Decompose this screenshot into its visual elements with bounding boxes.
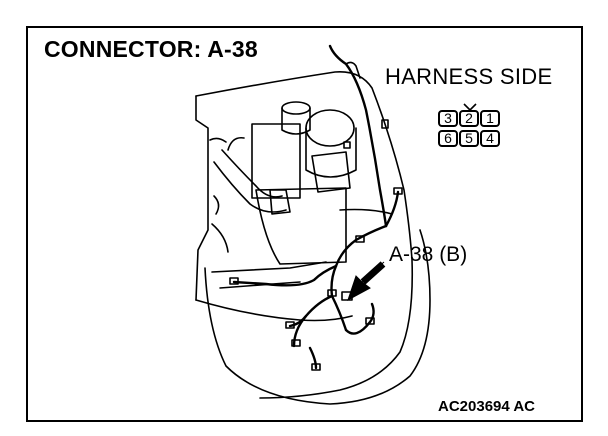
- connector-callout-label: A-38 (B): [389, 243, 468, 266]
- diagram-frame: [26, 26, 583, 422]
- pin-5: 5: [459, 130, 479, 147]
- pin-6: 6: [438, 130, 458, 147]
- connector-pin-face: 3 2 1 6 5 4: [436, 103, 504, 152]
- harness-side-label: HARNESS SIDE: [385, 64, 553, 89]
- harness-wire-main: [328, 44, 388, 228]
- pin-1: 1: [480, 110, 500, 127]
- figure-code: AC203694 AC: [438, 398, 535, 415]
- pin-2: 2: [459, 110, 479, 127]
- bumper-outline: [204, 229, 431, 405]
- fender-outline: [195, 71, 414, 399]
- connector-title: CONNECTOR: A-38: [44, 36, 258, 62]
- pin-3: 3: [438, 110, 458, 127]
- pin-4: 4: [480, 130, 500, 147]
- connector-arrow: [347, 261, 386, 302]
- reservoir-cap: [281, 101, 311, 115]
